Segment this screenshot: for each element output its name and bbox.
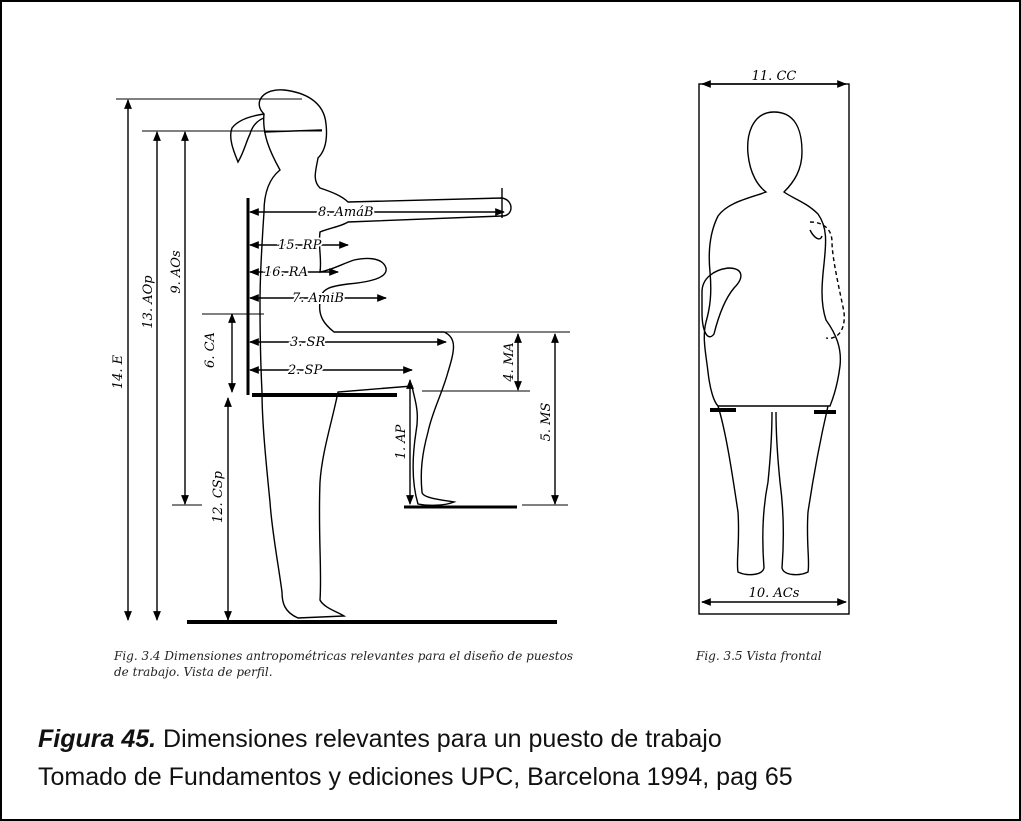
label-2-SP: 2. SP — [287, 363, 322, 378]
caption-source: Tomado de Fundamentos y ediciones UPC, B… — [38, 763, 793, 791]
label-5-MS: 5. MS — [539, 403, 554, 442]
hair-ponytail — [229, 113, 265, 164]
frontal-frame — [698, 83, 850, 615]
caption-title: Dimensiones relevantes para un puesto de… — [163, 725, 722, 753]
fig-3-4-caption: Fig. 3.4 Dimensiones antropométricas rel… — [114, 649, 574, 679]
label-4-MA: 4. MA — [502, 342, 517, 382]
label-10-ACs: 10. ACs — [749, 586, 800, 601]
frontal-figure — [703, 111, 842, 407]
fig-3-5-caption: Fig. 3.5 Vista frontal — [696, 649, 822, 663]
label-3-SR: 3. SR — [290, 335, 325, 350]
label-12-CSp: 12. CSp — [211, 470, 226, 523]
caption-label: Figura 45. — [38, 725, 157, 753]
label-13-AOp: 13. AOp — [141, 275, 156, 329]
profile-view — [116, 89, 570, 624]
caption-line-1: Figura 45. Dimensiones relevantes para u… — [38, 720, 998, 758]
label-14-E: 14. E — [111, 354, 126, 389]
label-1-AP: 1. AP — [394, 424, 409, 459]
label-9-AOs: 9. AOs — [169, 250, 184, 294]
profile-labels: 14. E 13. AOp 9. AOs 6. CA 12. CSp 8. Am… — [111, 203, 554, 523]
label-16-RA: 16. RA — [264, 265, 308, 280]
label-15-RP: 15. RP — [278, 238, 322, 253]
frontal-view — [698, 80, 850, 615]
label-8-AmaB: 8. AmáB — [318, 205, 374, 220]
label-7-AmiB: 7. AmiB — [292, 291, 344, 306]
standing-figure — [258, 89, 512, 619]
figure-caption: Figura 45. Dimensiones relevantes para u… — [38, 720, 998, 796]
label-6-CA: 6. CA — [203, 332, 218, 368]
label-11-CC: 11. CC — [752, 69, 797, 84]
